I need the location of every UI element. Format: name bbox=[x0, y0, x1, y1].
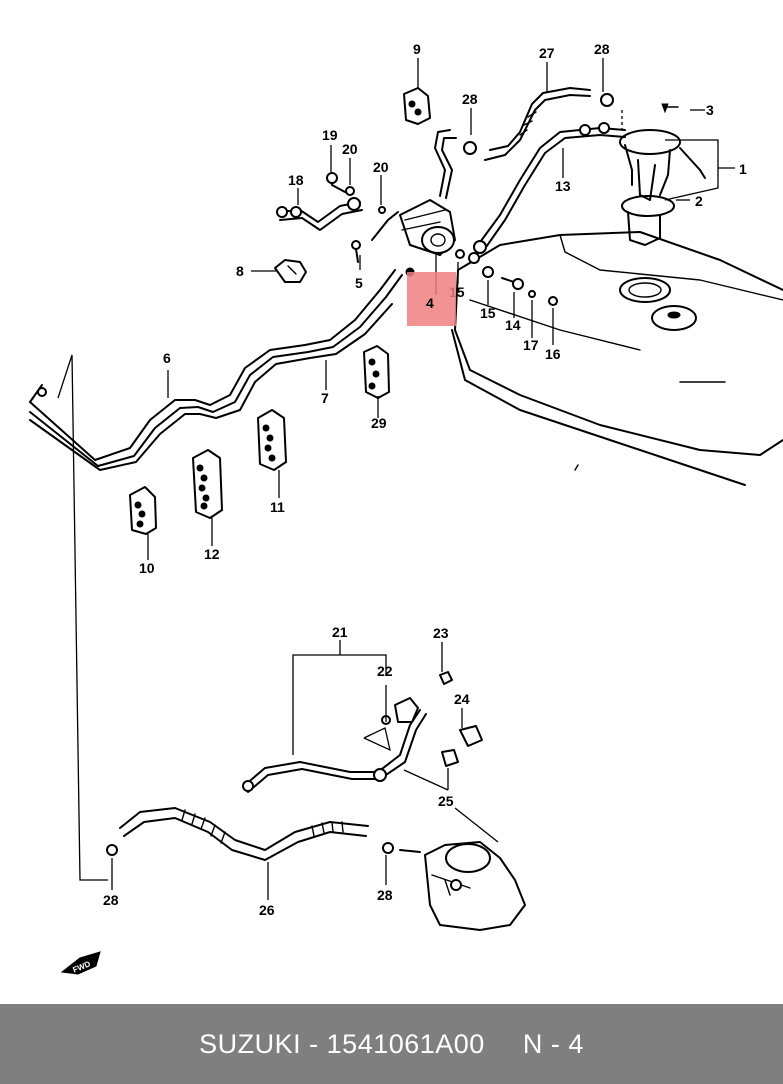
callout-10: 10 bbox=[139, 560, 155, 576]
callout-23: 23 bbox=[433, 625, 449, 641]
fuel-tank bbox=[451, 231, 783, 486]
callout-2: 2 bbox=[695, 193, 703, 209]
callout-4-highlighted[interactable]: 4 bbox=[426, 295, 434, 311]
callout-3: 3 bbox=[706, 102, 714, 118]
highlighted-part-marker[interactable] bbox=[407, 272, 456, 326]
callout-11: 11 bbox=[270, 499, 285, 515]
footer-bar: SUZUKI - 1541061A00 N - 4 bbox=[0, 1004, 783, 1084]
fasteners bbox=[482, 266, 558, 306]
fwd-arrow-icon: FWD bbox=[60, 951, 101, 975]
callout-12: 12 bbox=[204, 546, 220, 562]
callout-17: 17 bbox=[523, 337, 539, 353]
breather-hose bbox=[276, 172, 386, 263]
callout-28a: 28 bbox=[594, 41, 610, 57]
callout-28c: 28 bbox=[103, 892, 119, 908]
callout-25: 25 bbox=[438, 793, 454, 809]
lower-fuel-lines bbox=[106, 671, 526, 931]
diagram-position-label: N - 4 bbox=[522, 1028, 584, 1059]
fuel-system-exploded-view: FWD 1 2 3 5 6 7 8 9 10 11 12 13 14 15 15… bbox=[29, 41, 783, 975]
callout-16: 16 bbox=[545, 346, 561, 362]
callout-7: 7 bbox=[321, 390, 329, 406]
callout-26: 26 bbox=[259, 902, 275, 918]
pipe-clamps bbox=[129, 87, 431, 535]
callout-9: 9 bbox=[413, 41, 421, 57]
callout-20a: 20 bbox=[342, 141, 358, 157]
callout-21: 21 bbox=[332, 624, 348, 640]
fuel-pipes-main bbox=[29, 269, 403, 471]
reference-line bbox=[57, 354, 108, 881]
callout-13: 13 bbox=[555, 178, 571, 194]
callout-28b: 28 bbox=[462, 91, 478, 107]
fuel-filter bbox=[371, 129, 465, 277]
callout-24: 24 bbox=[454, 691, 470, 707]
part-number-label: SUZUKI - 1541061A00 bbox=[199, 1028, 485, 1059]
callout-19: 19 bbox=[322, 127, 338, 143]
callout-1: 1 bbox=[739, 161, 747, 177]
callout-15b: 15 bbox=[480, 305, 496, 321]
callout-14: 14 bbox=[505, 317, 521, 333]
fuel-pump-assembly bbox=[619, 103, 706, 246]
callout-20b: 20 bbox=[373, 159, 389, 175]
callout-22: 22 bbox=[377, 663, 393, 679]
callout-28d: 28 bbox=[377, 887, 393, 903]
callout-8: 8 bbox=[236, 263, 244, 279]
callout-labels: 1 2 3 5 6 7 8 9 10 11 12 13 14 15 15 16 … bbox=[103, 41, 747, 918]
fuel-hoses-upper bbox=[463, 87, 626, 264]
callout-6: 6 bbox=[163, 350, 171, 366]
callout-27: 27 bbox=[539, 45, 555, 61]
callout-29: 29 bbox=[371, 415, 387, 431]
leader-lines bbox=[111, 58, 735, 900]
parts-diagram: FWD 1 2 3 5 6 7 8 9 10 11 12 13 14 15 15… bbox=[29, 41, 783, 975]
callout-5: 5 bbox=[355, 275, 363, 291]
callout-18: 18 bbox=[288, 172, 304, 188]
